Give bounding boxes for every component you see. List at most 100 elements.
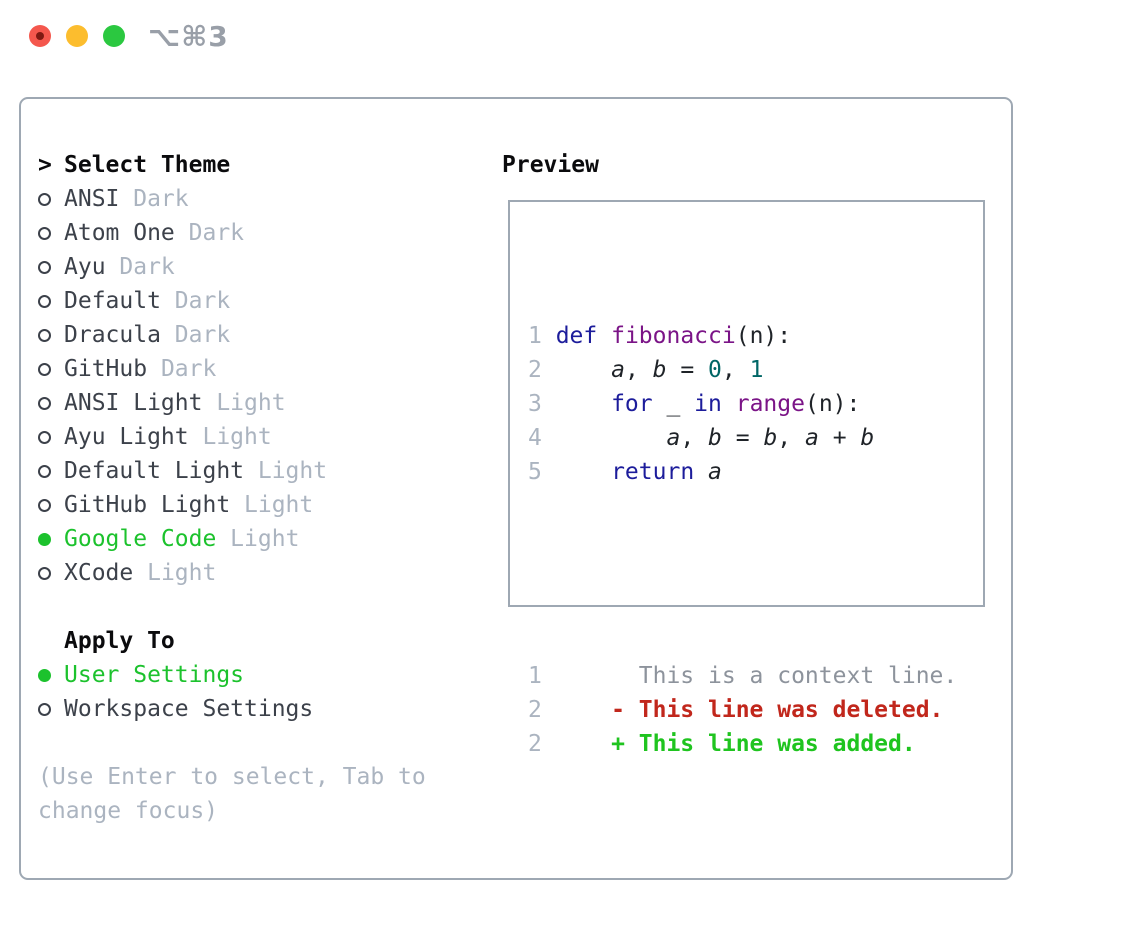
- line-number: 1: [528, 663, 542, 689]
- theme-name: Default Light: [64, 458, 245, 484]
- theme-variant: Dark: [160, 322, 231, 348]
- theme-option[interactable]: GitHub Dark: [38, 352, 458, 386]
- code-token: [556, 425, 667, 451]
- spacer: [38, 726, 458, 760]
- code-token: ,: [680, 425, 709, 451]
- code-token: +: [818, 425, 861, 451]
- code-line: 3 for _ in range(n):: [528, 387, 957, 421]
- theme-option[interactable]: Ayu Light Light: [38, 420, 458, 454]
- theme-name: Ayu: [64, 254, 106, 280]
- apply-to-header: Apply To: [38, 624, 458, 658]
- code-token: a: [666, 425, 681, 451]
- diff-line: 1 This is a context line.: [528, 659, 957, 693]
- code-token: ,: [721, 357, 750, 383]
- diff-line: 2 - This line was deleted.: [528, 693, 957, 727]
- code-token: fibonacci: [611, 323, 736, 349]
- code-line: 2 a, b = 0, 1: [528, 353, 957, 387]
- theme-name: Dracula: [64, 322, 161, 348]
- preview-pane: [508, 200, 985, 607]
- window-shortcut-label: ⌥⌘3: [148, 20, 229, 53]
- radio-circle: [38, 362, 51, 376]
- theme-option[interactable]: XCode Light: [38, 556, 458, 590]
- line-number: 2: [528, 731, 542, 757]
- theme-name: GitHub: [64, 356, 148, 382]
- theme-variant: Dark: [174, 220, 245, 246]
- theme-variant: Dark: [147, 356, 217, 382]
- theme-option[interactable]: Dracula Dark: [38, 318, 458, 352]
- theme-option[interactable]: Default Light Light: [38, 454, 458, 488]
- window-controls: [29, 25, 125, 47]
- theme-option[interactable]: Google Code Light: [38, 522, 458, 556]
- radio-circle: [38, 396, 51, 410]
- theme-name: ANSI: [64, 186, 120, 212]
- apply-option[interactable]: User Settings: [38, 658, 458, 692]
- theme-name: Default: [64, 288, 161, 314]
- code-token: a: [805, 425, 819, 451]
- theme-option[interactable]: Ayu Dark: [38, 250, 458, 284]
- close-dot-icon: [36, 32, 44, 40]
- code-token: [694, 459, 708, 485]
- theme-variant: Light: [244, 458, 328, 484]
- code-token: [556, 391, 611, 417]
- radio-icon: [38, 226, 64, 240]
- code-token: ,: [777, 425, 805, 451]
- code-token: range: [735, 391, 805, 417]
- spacer: [38, 590, 458, 624]
- theme-name: Google Code: [64, 526, 217, 552]
- theme-variant: Light: [230, 492, 314, 518]
- line-number: 3: [528, 391, 542, 417]
- code-line: 5 return a: [528, 455, 957, 489]
- theme-variant: Dark: [105, 254, 175, 280]
- radio-icon: [38, 294, 64, 308]
- diff-text: - This line was deleted.: [555, 697, 944, 723]
- select-theme-title: Select Theme: [64, 152, 231, 178]
- radio-icon: [38, 464, 64, 478]
- theme-option[interactable]: ANSI Dark: [38, 182, 458, 216]
- minimize-button[interactable]: [66, 25, 88, 47]
- line-number: 2: [528, 357, 542, 383]
- code-token: [597, 323, 611, 349]
- apply-to-title: Apply To: [64, 628, 175, 654]
- zoom-button[interactable]: [103, 25, 125, 47]
- radio-icon: [38, 566, 64, 580]
- theme-name: XCode: [64, 560, 134, 586]
- code-token: return: [611, 459, 695, 485]
- code-token: b: [763, 425, 778, 451]
- theme-variant: Light: [133, 560, 217, 586]
- radio-icon: [38, 668, 64, 682]
- preview-title: Preview: [502, 152, 599, 178]
- radio-circle: [38, 566, 51, 580]
- code-token: a: [611, 357, 625, 383]
- code-token: =: [666, 357, 709, 383]
- code-token: [556, 459, 611, 485]
- code-token: 1: [749, 357, 764, 383]
- theme-option[interactable]: Atom One Dark: [38, 216, 458, 250]
- diff-sample: 1 This is a context line.2 - This line w…: [528, 659, 957, 761]
- theme-option[interactable]: ANSI Light Light: [38, 386, 458, 420]
- radio-icon: [38, 192, 64, 206]
- radio-icon: [38, 702, 64, 716]
- theme-variant: Dark: [119, 186, 189, 212]
- code-line: 4 a, b = b, a + b: [528, 421, 957, 455]
- apply-option[interactable]: Workspace Settings: [38, 692, 458, 726]
- theme-option[interactable]: Default Dark: [38, 284, 458, 318]
- close-button[interactable]: [29, 25, 51, 47]
- theme-variant: Light: [202, 390, 286, 416]
- code-token: (n):: [735, 323, 792, 349]
- theme-name: ANSI Light: [64, 390, 203, 416]
- radio-icon: [38, 328, 64, 342]
- radio-icon: [38, 532, 64, 546]
- code-token: b: [860, 425, 875, 451]
- radio-circle: [38, 668, 51, 682]
- radio-circle: [38, 192, 51, 206]
- radio-icon: [38, 260, 64, 274]
- select-theme-header: > Select Theme: [38, 148, 458, 182]
- code-token: [556, 357, 611, 383]
- line-number: 5: [528, 459, 542, 485]
- radio-circle: [38, 294, 51, 308]
- diff-text: This is a context line.: [555, 663, 958, 689]
- theme-option[interactable]: GitHub Light Light: [38, 488, 458, 522]
